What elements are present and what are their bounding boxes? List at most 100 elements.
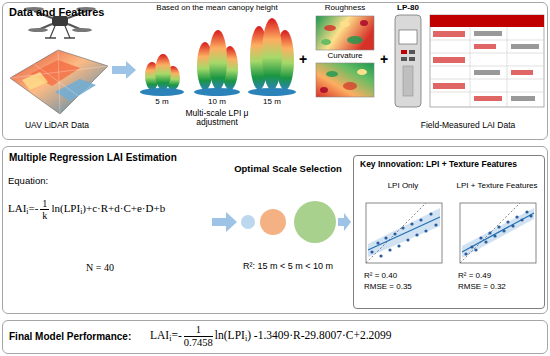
tree-point-cloud xyxy=(140,18,296,96)
scatter-plot xyxy=(370,250,373,253)
scatter-plot xyxy=(470,245,473,248)
scatter-plot xyxy=(460,203,520,263)
scatter-plot xyxy=(488,231,491,234)
flow-arrow xyxy=(338,213,351,231)
field-data-table xyxy=(433,57,465,63)
comparison-text: R²: 15 m < 5 m < 10 m xyxy=(243,262,333,272)
scatter-plot xyxy=(415,233,418,236)
lp80-device xyxy=(395,15,421,107)
curvature-map xyxy=(316,63,374,97)
tree-point-cloud xyxy=(262,18,282,90)
scale-label: 5 m xyxy=(155,98,168,107)
lidar-point-cloud-map xyxy=(55,79,96,101)
scale-circles xyxy=(241,201,336,243)
scatter-plot xyxy=(520,218,523,221)
uav-drone xyxy=(72,28,92,32)
field-data-table xyxy=(430,15,544,107)
equation-term: LAI xyxy=(150,329,169,341)
scatter-plot xyxy=(460,203,536,263)
scatter-plot xyxy=(529,214,532,217)
highlight-box: Key Innovation: LPI + Texture FeaturesLP… xyxy=(353,155,545,309)
curvature-map xyxy=(326,71,338,77)
metric-text: RMSE = 0.35 xyxy=(364,283,412,292)
roughness-map xyxy=(316,16,374,50)
lp80-device xyxy=(403,66,413,96)
plus-sign: + xyxy=(380,52,388,67)
uav-drone xyxy=(28,28,48,32)
subscript: i xyxy=(245,334,247,343)
roughness-map xyxy=(316,16,374,50)
caption: UAV LiDAR Data xyxy=(25,121,89,130)
scatter-plot xyxy=(493,234,496,237)
scatter-plot xyxy=(515,215,518,218)
scale-circles xyxy=(241,215,255,229)
equation-term: LAI xyxy=(8,202,26,214)
roughness-map xyxy=(340,21,350,27)
scale-label: 10 m xyxy=(208,98,226,107)
scatter-plot xyxy=(366,203,442,263)
plot-title: LPI + Texture Features xyxy=(452,182,542,191)
field-data-table xyxy=(430,66,544,67)
field-data-table xyxy=(474,96,502,101)
device-label: LP-80 xyxy=(397,4,419,13)
equation-term: =- xyxy=(28,202,38,214)
curvature-map xyxy=(320,87,328,93)
fraction: 1k xyxy=(40,198,49,221)
scatter-plot xyxy=(434,223,437,226)
scale-label: 15 m xyxy=(263,98,281,107)
equation-term: )+c·R+d·C+e·D+b xyxy=(82,202,165,214)
scatter-plot xyxy=(497,225,500,228)
field-data-table xyxy=(507,27,508,107)
fraction-denominator: 0.7458 xyxy=(184,337,213,349)
lp80-device xyxy=(395,15,421,107)
scatter-plot xyxy=(429,212,432,215)
roughness-map xyxy=(347,36,363,44)
scatter-plot xyxy=(474,248,477,251)
equation-term: ln(LPI xyxy=(215,329,245,341)
lidar-point-cloud-map xyxy=(10,66,108,78)
scatter-plot xyxy=(401,226,404,229)
lp80-device xyxy=(409,57,415,61)
scale-circles xyxy=(260,209,286,235)
metric-text: R² = 0.40 xyxy=(364,272,397,281)
tree-point-cloud xyxy=(155,54,171,90)
section-heading: Data and Features xyxy=(9,6,104,18)
scatter-plot xyxy=(384,236,387,239)
subscript: i xyxy=(26,207,28,216)
caption: Based on the mean canopy height xyxy=(156,4,277,13)
field-data-table xyxy=(430,15,544,107)
scatter-plot xyxy=(460,203,536,263)
roughness-map xyxy=(324,25,336,31)
section-heading: Multiple Regression LAI Estimation xyxy=(9,152,177,163)
lidar-point-cloud-map xyxy=(10,50,108,114)
equation: LAIi=-1kln(LPIi)+c·R+d·C+e·D+b xyxy=(8,198,165,221)
uav-drone xyxy=(65,26,70,38)
plus-sign: + xyxy=(299,52,307,67)
lp80-device xyxy=(401,57,407,61)
field-data-table xyxy=(470,27,471,107)
field-data-table xyxy=(474,70,500,75)
roughness-map xyxy=(360,20,368,26)
caption: Multi-scale LPI μ adjustment xyxy=(181,109,253,128)
scatter-plot xyxy=(424,229,427,232)
scatter-plot xyxy=(464,252,467,255)
image-label: Curvature xyxy=(327,52,362,61)
section-panel: Data and Features xyxy=(2,2,548,140)
lp80-device xyxy=(409,50,415,54)
metric-text: RMSE = 0.32 xyxy=(458,283,506,292)
scatter-plot xyxy=(379,254,382,257)
scatter-plot xyxy=(368,217,440,250)
scatter-panel: LPI + Texture FeaturesR² = 0.49RMSE = 0.… xyxy=(452,180,542,306)
scatter-plot xyxy=(388,248,391,251)
fraction-denominator: k xyxy=(40,210,49,221)
field-data-table xyxy=(474,31,502,36)
flow-arrow xyxy=(112,61,136,79)
scale-circles xyxy=(294,201,336,243)
curvature-map xyxy=(343,82,357,90)
scatter-plot xyxy=(376,241,379,244)
scatter-plot xyxy=(410,222,413,225)
curvature-map xyxy=(316,63,374,97)
scatter-plot xyxy=(368,208,440,257)
field-data-table xyxy=(430,92,544,93)
